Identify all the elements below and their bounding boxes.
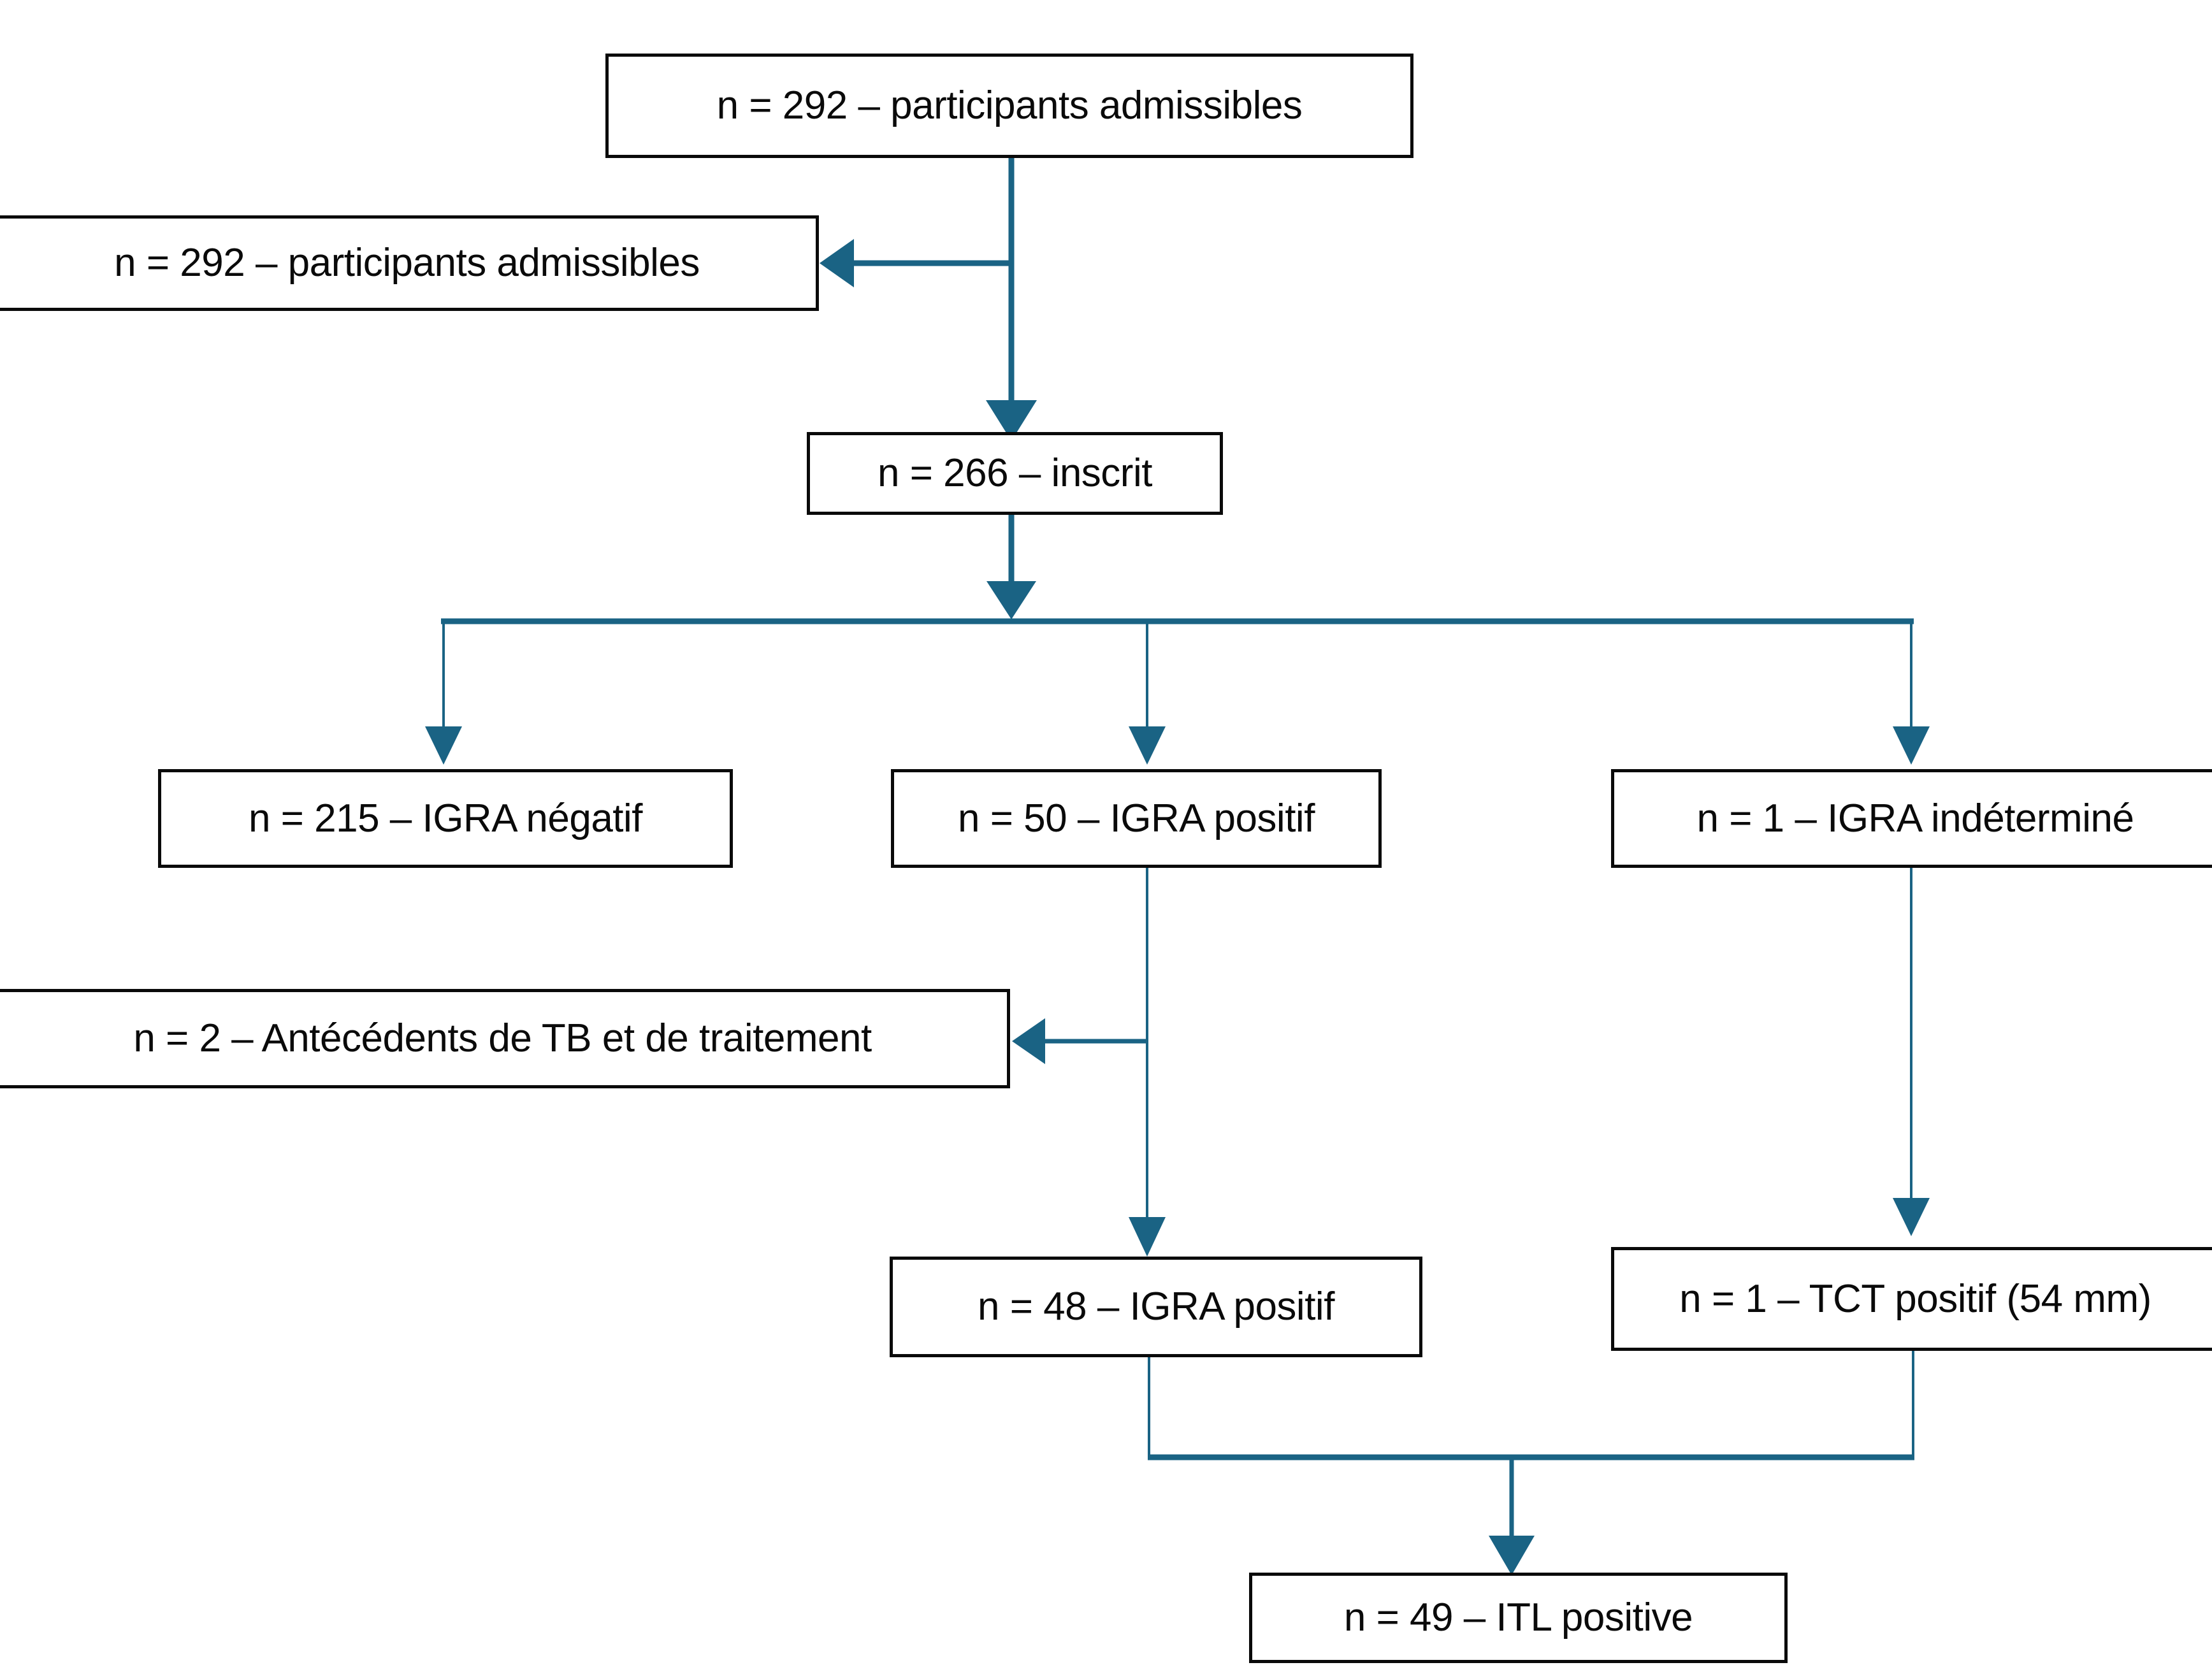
edge-split-to-igra-positive-arrowhead [1129, 726, 1166, 765]
node-eligible-top[interactable]: n = 292 – participants admissibles [605, 54, 1413, 158]
node-igra-positive-final-label: n = 48 – IGRA positif [978, 1285, 1334, 1329]
node-tct-positive[interactable]: n = 1 – TCT positif (54 mm) [1611, 1247, 2212, 1351]
node-igra-indeterminate[interactable]: n = 1 – IGRA indéterminé [1611, 769, 2212, 868]
node-excluded-eligible[interactable]: n = 292 – participants admissibles [0, 215, 819, 311]
edge-merge-to-itl-arrowhead [1489, 1536, 1535, 1575]
node-enrolled[interactable]: n = 266 – inscrit [807, 432, 1223, 515]
node-enrolled-label: n = 266 – inscrit [878, 451, 1152, 496]
node-tct-positive-label: n = 1 – TCT positif (54 mm) [1679, 1276, 2151, 1321]
node-igra-positive-label: n = 50 – IGRA positif [958, 796, 1315, 840]
node-igra-positive[interactable]: n = 50 – IGRA positif [891, 769, 1382, 868]
edge-enrolled-trunk-arrowhead [987, 581, 1036, 619]
edge-split-to-igra-negative-arrowhead [425, 726, 462, 765]
node-eligible-top-label: n = 292 – participants admissibles [716, 83, 1303, 128]
node-igra-indeterminate-label: n = 1 – IGRA indéterminé [1696, 796, 2134, 840]
node-excluded-history-tb[interactable]: n = 2 – Antécédents de TB et de traiteme… [0, 989, 1010, 1088]
edge-igra-positive-to-excluded-arrowhead [1012, 1018, 1045, 1064]
node-itl-positive[interactable]: n = 49 – ITL positive [1249, 1573, 1788, 1663]
edge-eligible-to-excluded-arrowhead [820, 239, 854, 287]
edge-split-to-igra-indeterminate-arrowhead [1893, 726, 1930, 765]
node-itl-positive-label: n = 49 – ITL positive [1343, 1596, 1693, 1640]
edge-igra-indeterminate-to-tct-arrowhead [1893, 1198, 1930, 1236]
edge-igra-positive-to-final-arrowhead [1129, 1217, 1166, 1257]
node-igra-negative-label: n = 215 – IGRA négatif [248, 796, 643, 840]
node-excluded-eligible-label: n = 292 – participants admissibles [114, 241, 700, 285]
node-igra-positive-final[interactable]: n = 48 – IGRA positif [890, 1257, 1422, 1357]
node-excluded-history-tb-label: n = 2 – Antécédents de TB et de traiteme… [133, 1016, 872, 1061]
node-igra-negative[interactable]: n = 215 – IGRA négatif [158, 769, 733, 868]
